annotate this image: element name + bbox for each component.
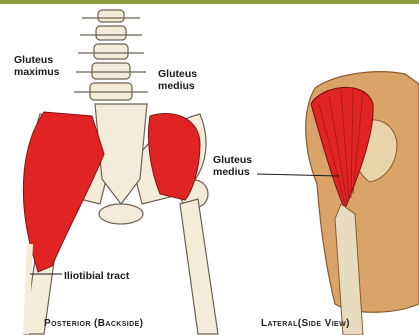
label-gluteus-maximus: Gluteus maximus <box>14 54 60 78</box>
lateral-illustration <box>245 4 419 335</box>
lateral-view-panel: Gluteus medius Lateral(Side View) <box>245 4 419 335</box>
posterior-view-panel: Gluteus maximus Gluteus medius Iliotibia… <box>0 4 245 335</box>
label-gluteus-medius-posterior: Gluteus medius <box>158 68 197 92</box>
lumbar-spine <box>74 10 148 100</box>
label-gluteus-medius-lateral: Gluteus medius <box>213 154 252 178</box>
caption-lateral: Lateral(Side View) <box>261 318 350 329</box>
caption-posterior: Posterior (Backside) <box>44 318 143 329</box>
iliotibial-tract-band <box>26 244 30 334</box>
label-iliotibial-tract: Iliotibial tract <box>64 270 129 282</box>
